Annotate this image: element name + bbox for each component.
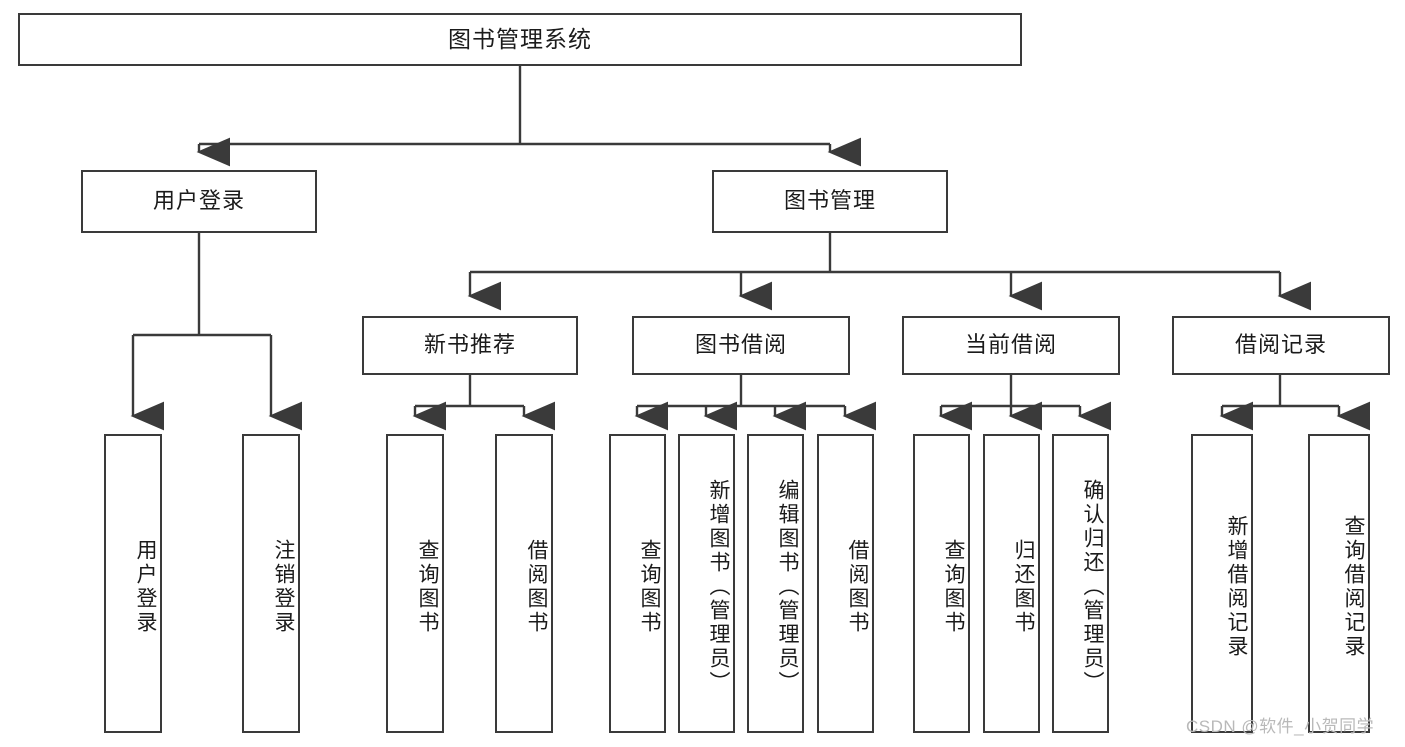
leaf-query-book-2-label: 查询图书 (638, 538, 661, 635)
leaf-add-book-label: 新增图书（管理员） (707, 478, 730, 695)
leaf-query-book-2[interactable]: 查询图书 (609, 434, 666, 733)
node-new-book-recommend-label: 新书推荐 (423, 332, 516, 358)
leaf-borrow-book-2[interactable]: 借阅图书 (817, 434, 874, 733)
leaf-logout-label: 注销登录 (272, 538, 295, 635)
node-root[interactable]: 图书管理系统 (18, 13, 1022, 66)
node-borrow-record-label: 借阅记录 (1234, 332, 1327, 358)
leaf-logout[interactable]: 注销登录 (242, 434, 300, 733)
node-borrow-record[interactable]: 借阅记录 (1172, 316, 1390, 375)
leaf-edit-book[interactable]: 编辑图书（管理员） (747, 434, 804, 733)
leaf-add-record-label: 新增借阅记录 (1225, 514, 1248, 659)
node-root-label: 图书管理系统 (448, 25, 592, 52)
node-user-login-label: 用户登录 (152, 188, 245, 214)
leaf-query-book-1[interactable]: 查询图书 (386, 434, 444, 733)
node-current-borrow-label: 当前借阅 (964, 332, 1057, 358)
leaf-add-book[interactable]: 新增图书（管理员） (678, 434, 735, 733)
leaf-query-book-3-label: 查询图书 (942, 538, 965, 635)
leaf-confirm-return[interactable]: 确认归还（管理员） (1052, 434, 1109, 733)
leaf-user-login-label: 用户登录 (134, 538, 157, 635)
node-book-borrow[interactable]: 图书借阅 (632, 316, 850, 375)
leaf-query-book-1-label: 查询图书 (416, 538, 439, 635)
node-current-borrow[interactable]: 当前借阅 (902, 316, 1120, 375)
node-user-login[interactable]: 用户登录 (81, 170, 317, 233)
node-book-manage-label: 图书管理 (783, 188, 876, 214)
leaf-query-book-3[interactable]: 查询图书 (913, 434, 970, 733)
node-book-borrow-label: 图书借阅 (694, 332, 787, 358)
leaf-borrow-book-1[interactable]: 借阅图书 (495, 434, 553, 733)
leaf-user-login[interactable]: 用户登录 (104, 434, 162, 733)
leaf-edit-book-label: 编辑图书（管理员） (776, 478, 799, 695)
node-book-manage[interactable]: 图书管理 (712, 170, 948, 233)
watermark: CSDN @软件_小贺同学 (1186, 717, 1375, 736)
leaf-borrow-book-1-label: 借阅图书 (525, 538, 548, 635)
leaf-return-book-label: 归还图书 (1012, 538, 1035, 635)
leaf-query-record-label: 查询借阅记录 (1342, 514, 1365, 659)
leaf-return-book[interactable]: 归还图书 (983, 434, 1040, 733)
node-new-book-recommend[interactable]: 新书推荐 (362, 316, 578, 375)
leaf-add-record[interactable]: 新增借阅记录 (1191, 434, 1253, 733)
leaf-confirm-return-label: 确认归还（管理员） (1081, 478, 1104, 695)
leaf-query-record[interactable]: 查询借阅记录 (1308, 434, 1370, 733)
leaf-borrow-book-2-label: 借阅图书 (846, 538, 869, 635)
